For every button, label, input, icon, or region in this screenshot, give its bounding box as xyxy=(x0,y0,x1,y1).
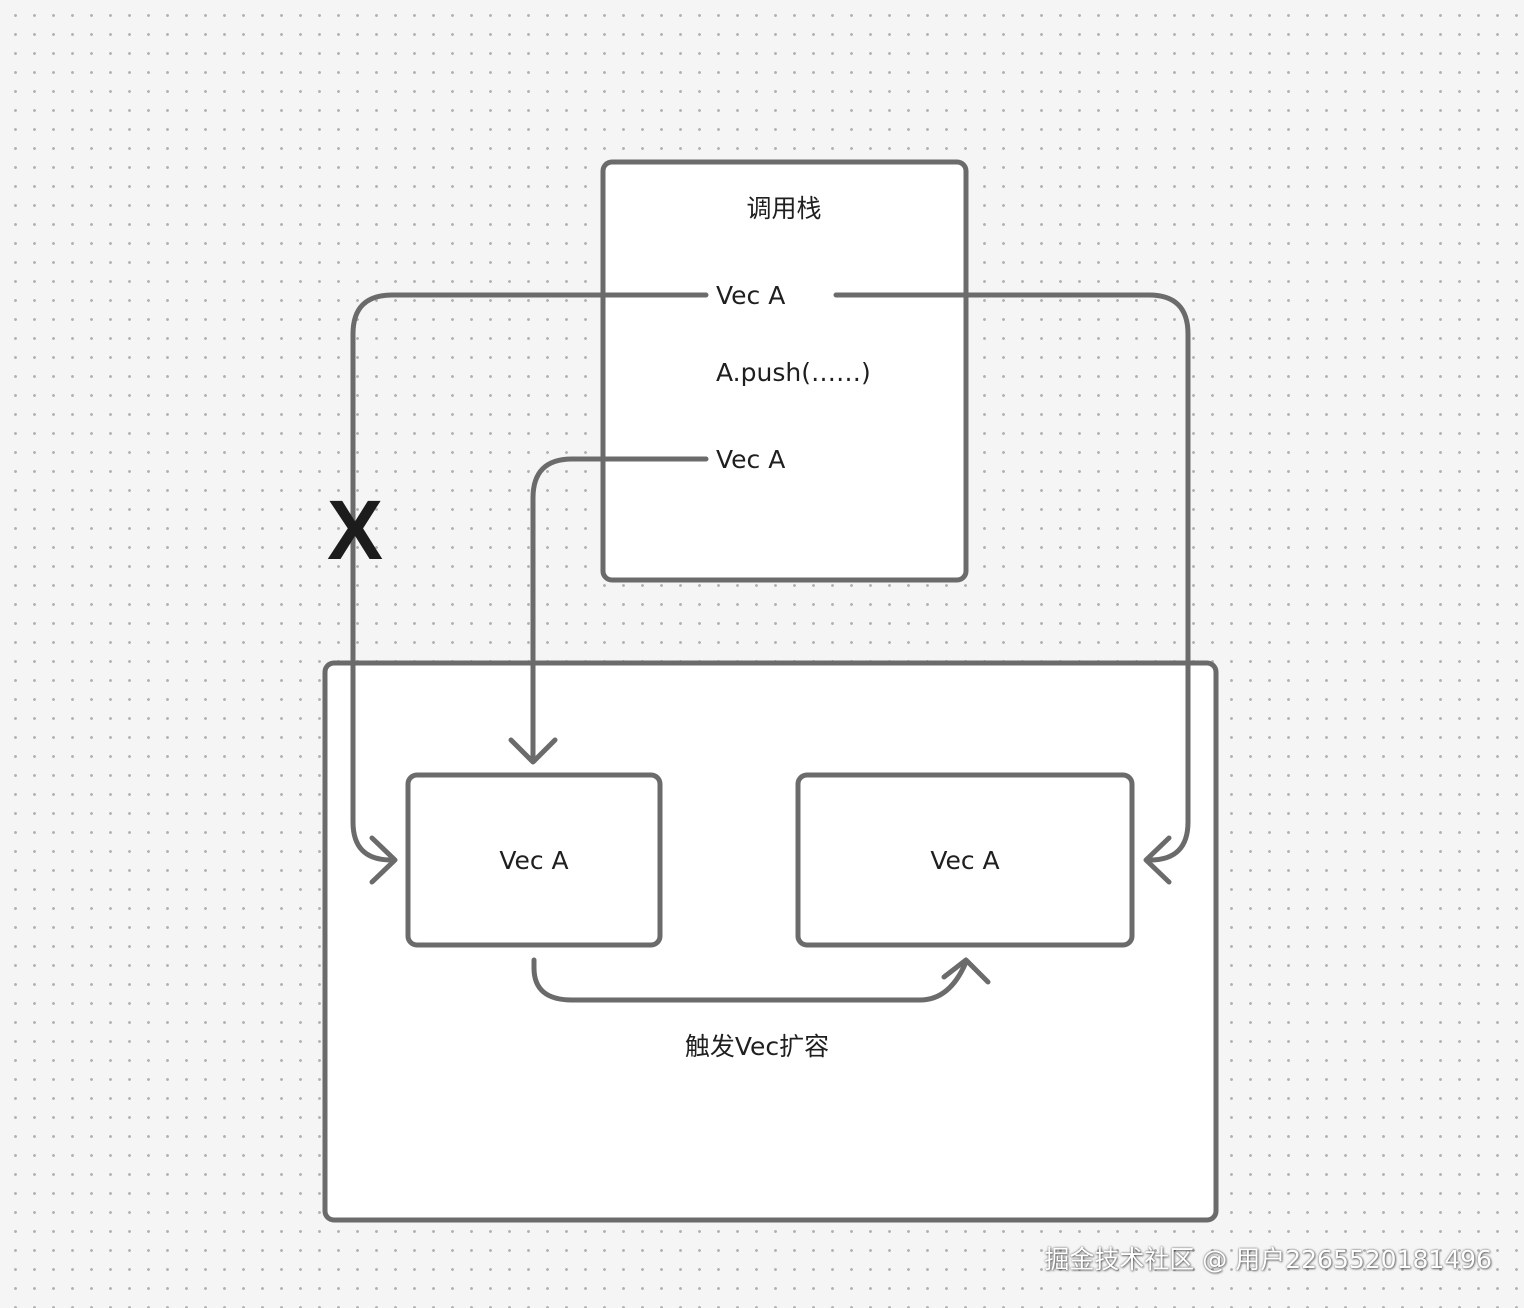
old-vec-label: Vec A xyxy=(499,846,569,875)
call-stack-box xyxy=(600,159,969,583)
watermark: 掘金技术社区 @ 用户2265520181496 xyxy=(1044,1245,1492,1274)
invalid-reference-mark: X xyxy=(327,483,384,577)
updated-reference-arrow xyxy=(833,292,1191,863)
call-stack-title: 调用栈 xyxy=(746,194,822,223)
bottom-reference-arrow xyxy=(530,456,709,763)
resize-arrow xyxy=(531,957,969,1003)
new-vec-label: Vec A xyxy=(930,846,1000,875)
updated-reference-arrowhead xyxy=(1143,835,1172,885)
stack-var-top: Vec A xyxy=(716,281,786,310)
new-vec-box xyxy=(795,772,1135,948)
old-vec-box xyxy=(405,772,663,948)
stale-reference-arrow xyxy=(350,292,709,863)
resize-label: 触发Vec扩容 xyxy=(684,1032,830,1061)
stack-push-call: A.push(……) xyxy=(716,358,871,387)
resize-arrowhead xyxy=(941,957,991,985)
stale-reference-arrowhead xyxy=(369,835,398,885)
stack-var-bottom: Vec A xyxy=(716,445,786,474)
bottom-reference-arrowhead xyxy=(508,737,558,765)
